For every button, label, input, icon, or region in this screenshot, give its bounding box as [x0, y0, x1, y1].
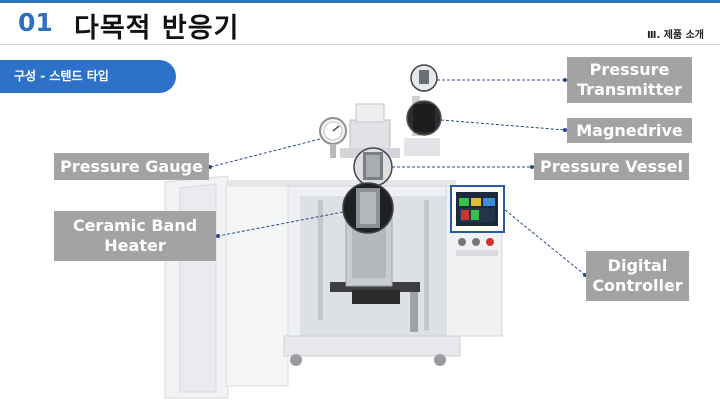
cabinet-door: [164, 175, 229, 399]
callout-ceramic-heater: [217, 211, 344, 237]
top-accent-line: [0, 0, 720, 3]
callout-pressure-gauge: [209, 138, 321, 168]
magnedrive-detail: [406, 100, 442, 136]
section-tag: 구성 - 스텐드 타입: [0, 60, 176, 93]
label-magnedrive: Magnedrive: [567, 118, 692, 143]
slide-number: 01: [18, 8, 53, 37]
callout-digital-controller: [504, 209, 586, 276]
label-pressure-transmitter: Pressure Transmitter: [567, 57, 692, 103]
callout-lines: [209, 79, 586, 276]
internal-stand: [318, 200, 429, 332]
label-pressure-gauge: Pressure Gauge: [54, 153, 209, 180]
callout-magnedrive: [440, 119, 566, 131]
header-divider: [0, 44, 720, 45]
page-title: 다목적 반응기: [74, 13, 240, 44]
digital-controller-panel: [450, 185, 505, 256]
label-ceramic-band-heater: Ceramic Band Heater: [54, 211, 216, 261]
pressure-transmitter-detail: [410, 64, 438, 92]
ceramic-heater-detail: [342, 182, 394, 234]
pressure-gauge-dial: [319, 117, 347, 158]
section-label: Ⅲ. 제품 소개: [646, 30, 704, 41]
label-pressure-vessel: Pressure Vessel: [534, 153, 689, 180]
label-digital-controller: Digital Controller: [586, 251, 689, 301]
pressure-vessel-detail: [353, 147, 393, 187]
